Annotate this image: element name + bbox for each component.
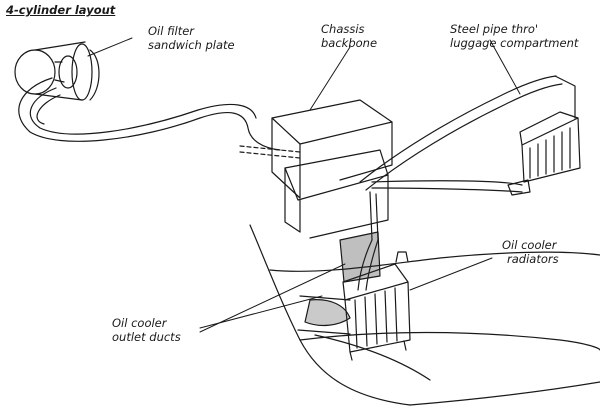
callout-lines [87,37,521,333]
label-oil-filter-line2: sandwich plate [148,38,235,52]
label-radiators-line1: Oil cooler [502,238,557,252]
outlet-ducts-drawing [297,231,381,335]
label-ducts-line1: Oil cooler [112,316,167,330]
lower-radiator-drawing [342,239,411,361]
label-steel-pipe-line1: Steel pipe thro' [450,22,539,36]
label-chassis-line2: backbone [321,36,378,50]
label-radiators-line2: radiators [507,252,559,266]
label-oil-filter-line1: Oil filter [148,24,195,38]
label-steel-pipe-line2: luggage compartment [450,36,579,50]
label-chassis-line1: Chassis [321,22,365,36]
oil-filter-drawing [14,41,100,101]
pipe-engine-to-chassis [18,77,281,151]
steel-pipe-drawing [359,75,576,241]
chassis-backbone-drawing [239,99,393,239]
upper-radiator-drawing [519,111,581,183]
label-ducts-line2: outlet ducts [112,330,181,344]
diagram-title: 4-cylinder layout [6,3,116,17]
car-body-outline [249,224,600,406]
